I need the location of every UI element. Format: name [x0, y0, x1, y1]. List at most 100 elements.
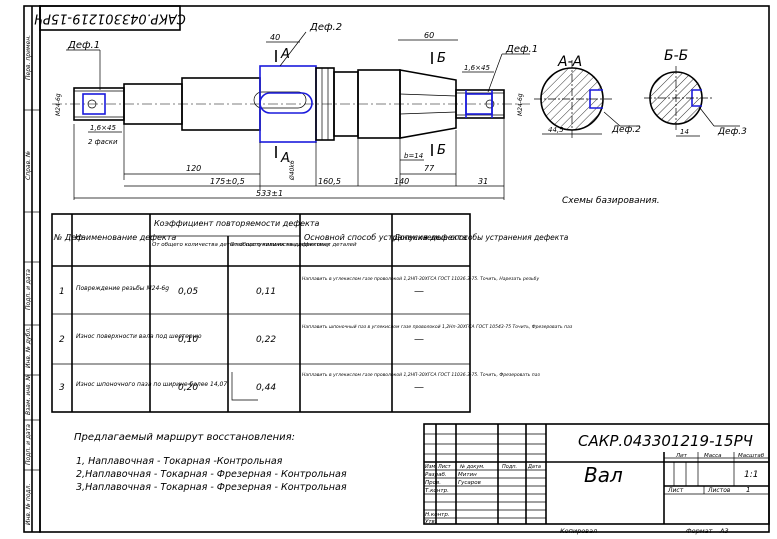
- dim-77: 77: [424, 164, 435, 173]
- strip-label-first-use: Перв. примен.: [25, 35, 32, 80]
- shaft-left-thread: [73, 87, 125, 121]
- scale-value: 1:1: [744, 470, 758, 480]
- row-1-allowed: —: [414, 286, 424, 297]
- doc-code: САКР.043301219-15РЧ: [578, 432, 753, 450]
- shaft-right-thread: [455, 89, 505, 119]
- diameter-phi: Ø40k6: [289, 160, 296, 181]
- sheets-label: Листов: [707, 487, 731, 494]
- dim-40: 40: [270, 33, 280, 42]
- section-bb-title: Б-Б: [664, 48, 688, 64]
- dim-44-5: 44,5: [548, 126, 564, 134]
- strip-label-inv-dup: Инв. № дубл.: [25, 327, 32, 368]
- section-b-top-mark: Б: [437, 51, 446, 66]
- route-item-1: 1, Наплавочная - Токарная -Контрольная: [76, 456, 283, 467]
- left-binding-strip: Перв. примен. Справ. № Подп. и дата Инв.…: [23, 5, 41, 533]
- table-row: 3 Износ шпоночного паза по ширине более …: [59, 372, 540, 393]
- role-approved: Утв.: [425, 519, 437, 525]
- thread-left: М24-6g: [55, 93, 62, 116]
- left-center-hole: [87, 99, 97, 109]
- row-3-num: 3: [59, 383, 65, 393]
- thread-right: М24-6g: [517, 93, 524, 116]
- row-2-num: 2: [59, 335, 65, 345]
- row-label-izm: Изм: [425, 464, 435, 470]
- dim-160: 160,5: [318, 177, 341, 186]
- rotated-doc-code: САКР.043301219-15РЧ: [34, 11, 186, 26]
- row-3-coef-total: 0,20: [178, 383, 198, 393]
- shaft-view: [52, 65, 530, 143]
- row-1-method: Наплавить в углекислом газе проволокой 1…: [302, 276, 539, 282]
- section-bb-view: Б-Б 14 Деф.3: [644, 48, 747, 137]
- label-def3-section: Деф.3: [717, 127, 747, 137]
- section-a-bottom-mark: А: [280, 151, 290, 166]
- dim-31: 31: [478, 177, 488, 186]
- strip-label-ref-no: Справ. №: [25, 151, 32, 180]
- table-row: 2 Износ поверхности вала под шестерню 0,…: [59, 324, 573, 345]
- dim-175: 175±0,5: [210, 177, 245, 186]
- copied-label: Копировал: [560, 527, 597, 535]
- row-3-name: Износ шпоночного паза по ширине более 14…: [76, 381, 227, 388]
- dim-140: 140: [394, 177, 409, 186]
- sheets-value: 1: [746, 486, 750, 494]
- label-def1-left: Деф.1: [67, 40, 100, 51]
- left-keyway: [82, 93, 106, 115]
- row-2-allowed: —: [414, 334, 424, 345]
- restoration-route: Предлагаемый маршрут восстановления: 1, …: [74, 432, 347, 493]
- header-num: № Деф: [53, 233, 83, 242]
- shaft-taper: [399, 69, 457, 139]
- col-mass: Масса: [704, 453, 722, 459]
- row-label-doc: № докум.: [459, 464, 485, 470]
- row-2-coef-total: 0,10: [178, 335, 198, 345]
- part-name: Вал: [584, 463, 623, 487]
- section-aa-view: А-А 44,5 Деф.2: [534, 54, 641, 138]
- role-tech: Т.контр.: [425, 488, 449, 494]
- row-1-coef-total: 0,05: [178, 287, 198, 297]
- col-scale: Масштаб: [738, 453, 765, 459]
- chamfer-left: 1,6×45: [90, 124, 116, 132]
- label-def2-section: Деф.2: [611, 125, 641, 135]
- label-def1-right: Деф.1: [505, 44, 538, 55]
- gear-seat-keyway: [259, 92, 313, 114]
- row-3-method: Наплавить в углекислом газе проволокой 1…: [302, 372, 540, 378]
- format-label: Формат: [686, 527, 713, 535]
- dimension-chains: 120 77 175±0,5 160,5 140 31 533±1: [73, 118, 505, 200]
- row-2-method: Наплавить шпоночный паз в углекислом газ…: [302, 324, 573, 330]
- section-a-top-mark: А: [280, 47, 290, 62]
- row-3-allowed: —: [414, 382, 424, 393]
- format-value: А3: [719, 527, 729, 535]
- name-checked: Гусаров: [458, 480, 481, 486]
- row-2-name: Износ поверхности вала под шестерню: [76, 333, 202, 340]
- dim-14: 14: [680, 128, 689, 136]
- dim-533: 533±1: [256, 189, 283, 198]
- header-coef-total: От общего количества деталей поступивших…: [152, 242, 330, 248]
- route-item-2: 2,Наплавочная - Токарная - Фрезерная - К…: [76, 469, 347, 480]
- strip-label-replace-inv: Взам. инв. №: [25, 374, 32, 415]
- strip-label-sign-date-1: Подп. и дата: [25, 269, 32, 310]
- header-name: Наименование дефекта: [75, 233, 176, 242]
- defect-table: № Деф Наименование дефекта Коэффициент п…: [51, 213, 573, 413]
- row-label-date: Дата: [527, 464, 541, 470]
- row-1-name: Повреждение резьбы М24-6g: [76, 285, 169, 292]
- sheet-label: Лист: [667, 487, 684, 494]
- strip-label-inv-orig: Инв. № подл.: [25, 484, 32, 525]
- section-aa-title: А-А: [557, 54, 582, 70]
- name-developer: Митин: [458, 472, 477, 478]
- role-developer: Разраб.: [425, 472, 447, 478]
- route-heading: Предлагаемый маршрут восстановления:: [74, 432, 295, 443]
- keyway-width: b=14: [404, 152, 423, 160]
- row-2-coef-defective: 0,22: [256, 335, 276, 345]
- title-block: САКР.043301219-15РЧ Вал Лит Масса Масшта…: [423, 423, 770, 535]
- shaft-annotations: Деф.1 Деф.2 Деф.1 А А Б Б 40 60 1,6×45 1…: [55, 22, 538, 181]
- header-allowed: Допускаемые способы устранения дефекта: [393, 233, 569, 242]
- row-label-sign: Подп.: [502, 464, 517, 470]
- strip-label-sign-date-2: Подп. и дата: [25, 424, 32, 465]
- row-1-coef-defective: 0,11: [256, 287, 276, 297]
- top-stamp: САКР.043301219-15РЧ: [34, 5, 186, 31]
- red-check-mark: [231, 372, 258, 401]
- row-3-coef-defective: 0,44: [256, 383, 276, 393]
- header-coef-defective: От общего количества дефектных деталей: [230, 242, 357, 248]
- row-label-list: Лист: [437, 464, 452, 470]
- basing-caption: Схемы базирования.: [562, 196, 660, 206]
- route-item-3: 3,Наплавочная - Токарная - Фрезерная - К…: [76, 482, 347, 493]
- table-row: 1 Повреждение резьбы М24-6g 0,05 0,11 На…: [59, 276, 539, 297]
